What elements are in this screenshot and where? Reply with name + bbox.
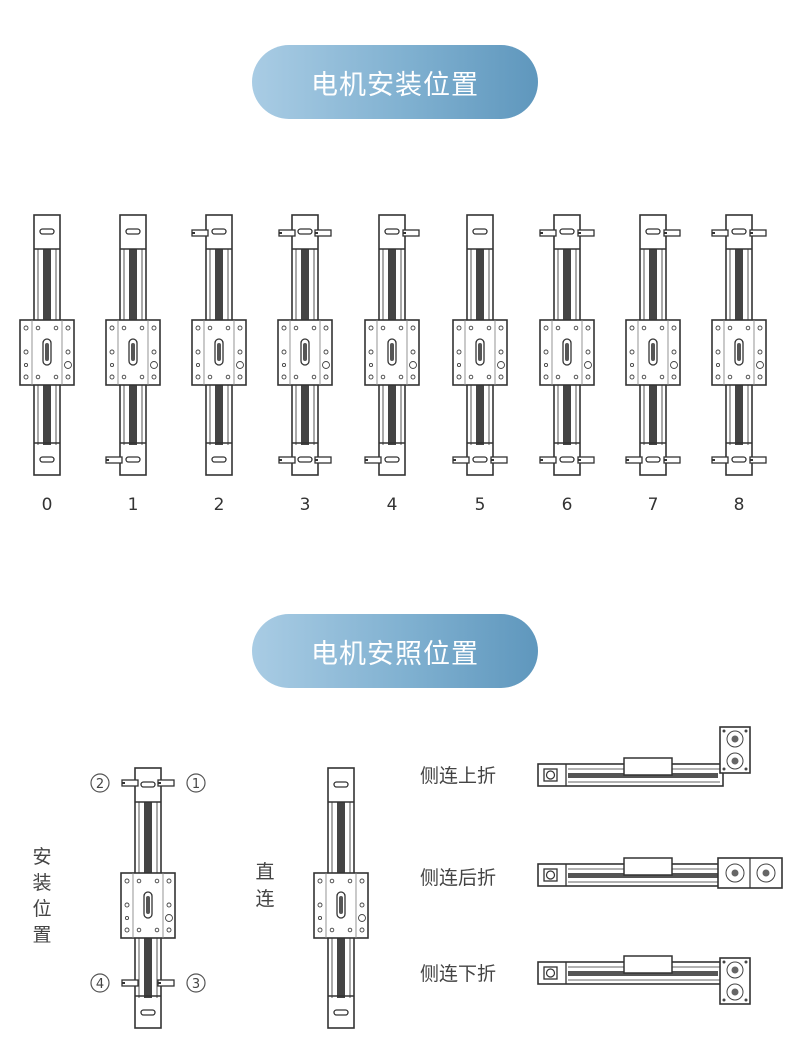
side-fold-up-diagram [537, 726, 751, 787]
position-label-4: 4 [387, 495, 398, 515]
module-pos-7 [625, 214, 681, 476]
position-label-0: 0 [42, 495, 53, 515]
section-title-install-position: 电机安装位置 [252, 45, 538, 119]
install-position-module [120, 767, 176, 1029]
position-label-6: 6 [562, 495, 573, 515]
module-pos-8 [711, 214, 767, 476]
position-label-5: 5 [475, 495, 486, 515]
corner-label-1: 1 [192, 777, 200, 792]
module-pos-6 [539, 214, 595, 476]
position-label-8: 8 [734, 495, 745, 515]
position-label-7: 7 [648, 495, 659, 515]
section-title-install-position-2: 电机安照位置 [252, 614, 538, 688]
side-fold-down-diagram [537, 955, 751, 1005]
install-label-char-1: 安 [32, 846, 51, 868]
module-pos-2 [191, 214, 247, 476]
module-pos-1 [105, 214, 161, 476]
direct-label-char-1: 直 [255, 861, 274, 883]
module-pos-4 [364, 214, 420, 476]
corner-label-4: 4 [96, 977, 104, 992]
direct-label-char-2: 连 [255, 888, 274, 910]
module-pos-5 [452, 214, 508, 476]
fold-label-back: 侧连后折 [420, 867, 496, 889]
install-label-char-3: 位 [32, 898, 51, 920]
module-pos-3 [277, 214, 333, 476]
module-pos-0 [19, 214, 75, 476]
fold-label-up: 侧连上折 [420, 765, 496, 787]
direct-connect-module [313, 767, 369, 1029]
install-label-char-2: 装 [32, 872, 51, 894]
corner-label-3: 3 [192, 977, 200, 992]
side-fold-back-diagram [537, 857, 783, 889]
position-label-1: 1 [128, 495, 139, 515]
fold-label-down: 侧连下折 [420, 963, 496, 985]
position-label-3: 3 [300, 495, 311, 515]
position-label-2: 2 [214, 495, 225, 515]
install-label-char-4: 置 [32, 924, 51, 946]
corner-label-2: 2 [96, 777, 104, 792]
